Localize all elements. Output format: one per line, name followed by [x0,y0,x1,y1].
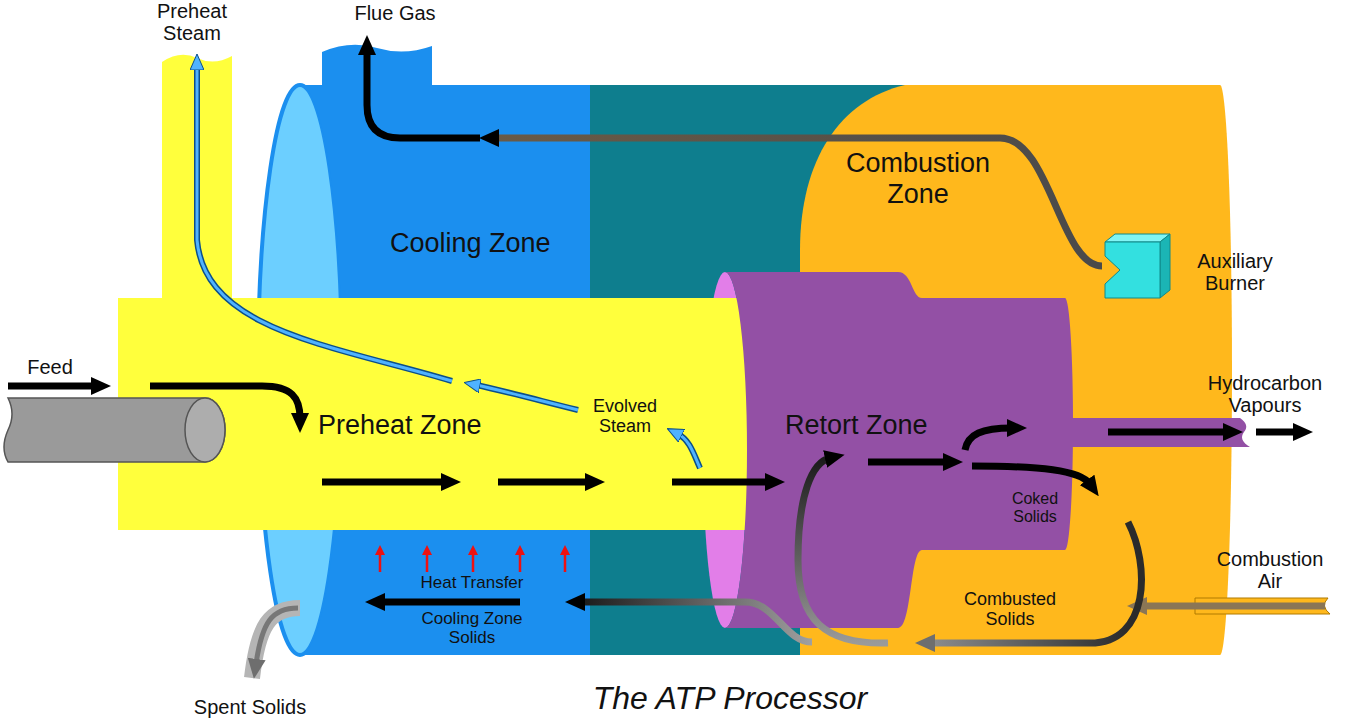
zone-label: Cooling Zone [390,228,580,262]
heat-arrow [379,552,382,572]
zone-label: Retort Zone [785,410,945,495]
vapour-arrow [1108,429,1228,436]
heat-arrow [519,552,522,572]
vapour-pipe [1060,418,1250,447]
connector-group [672,482,770,483]
steam-arrow [476,385,578,410]
flue-stack [322,45,432,92]
zone-name: Retort Zone [785,410,945,441]
steam-arrow-outline [476,385,578,410]
retort-body [725,272,1073,628]
heat-arrow [472,552,475,572]
heat-arrow [426,552,429,572]
flow-label: Combustion Air [1211,548,1329,592]
burner-top [1105,234,1170,242]
coked-arrow [972,466,1090,484]
solids-arrow [380,599,520,606]
flow-label: Cooling Zone Solids [412,610,532,647]
flow-arrow [672,479,770,486]
feed-pipe-end [185,398,225,462]
flow-label: Feed [10,356,90,378]
flow-label: Heat Transfer [392,574,552,593]
zone-label: Combustion Zone [838,148,998,212]
flow-label: Flue Gas [335,2,455,24]
flow-label: Spent Solids [180,696,320,718]
flow-label: Evolved Steam [580,397,670,437]
steam-line-outline [197,66,452,381]
flow-label: Hydrocarbon Vapours [1190,372,1340,416]
flow-label: Auxiliary Burner [1180,250,1290,294]
feed-arrow [8,383,96,390]
steam-arrow [678,434,700,468]
flue-arrow [494,138,1102,266]
flow-label: Combusted Solids [960,590,1060,630]
spent-pipe [252,608,300,678]
caption: The ATP Processor [520,680,940,717]
air-arrow [1142,603,1325,610]
zone-name: Cooling Zone [390,228,580,259]
flue-arrow [367,50,480,138]
burner-side [1160,234,1170,298]
solids-arrow [322,479,446,486]
solids-arrow [580,602,812,642]
zone-name: Combustion Zone [838,148,998,210]
feed-pipe [4,398,225,462]
preheat-tube [118,298,793,530]
heat-arrow [564,552,567,572]
solids-arrow [498,479,590,486]
solids-arrow [868,459,948,466]
flow-label: Preheat Steam [147,0,237,44]
feed-arrow [150,386,300,418]
spent-arrow [256,608,298,664]
vapour-arrow [1256,429,1298,436]
flow-label: Coked Solids [1000,490,1070,525]
recycle-arrow [798,458,888,643]
steam-line [197,66,452,381]
steam-arrow-outline [678,434,700,468]
burner-symbol [1105,242,1160,298]
combusted-arrow [930,522,1141,643]
vapour-arrow [965,428,1012,450]
